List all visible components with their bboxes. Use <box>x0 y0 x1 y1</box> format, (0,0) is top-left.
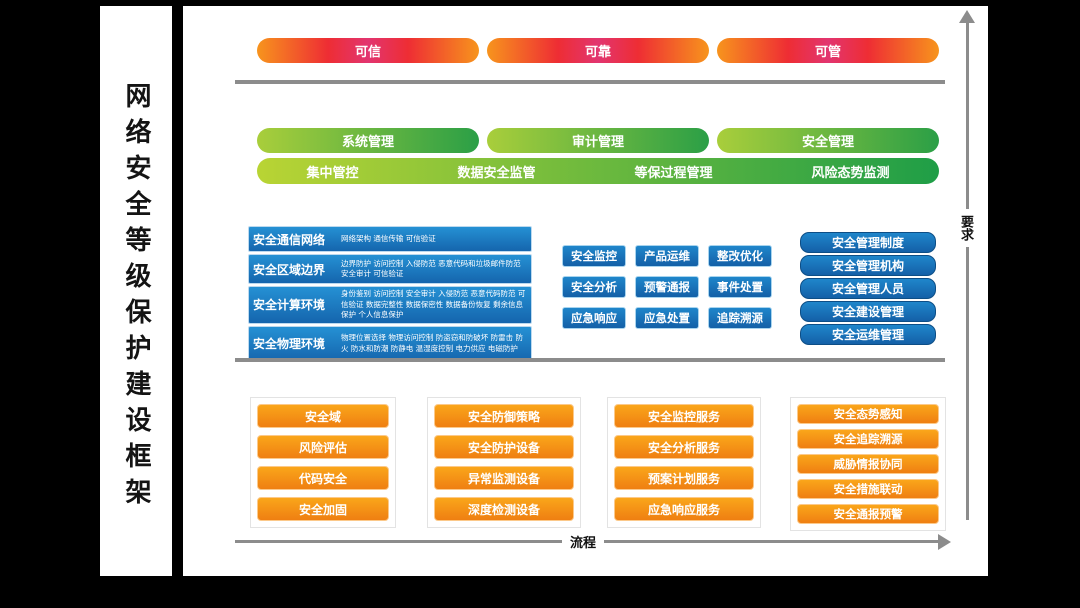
slide: 网络安全等级保护建设框架 可信 可靠 可管 系统管理 审计管理 安全管理 集中管… <box>100 6 988 576</box>
service-box: 安全防御策略 <box>434 404 574 428</box>
up-arrow-icon <box>959 10 975 23</box>
control-bar-item: 数据安全监管 <box>457 165 536 181</box>
ops-box: 追踪溯源 <box>708 307 772 329</box>
control-bar-item: 集中管控 <box>306 165 359 181</box>
mgmt-box: 安全管理人员 <box>800 278 936 299</box>
service-box: 异常监测设备 <box>434 466 574 490</box>
goal-pill-reliable: 可靠 <box>487 38 709 63</box>
tech-row-detail: 网络架构 通信传输 可信验证 <box>341 233 436 243</box>
operations-grid: 安全监控 产品运维 整改优化 安全分析 预警通报 事件处置 应急响应 应急处置 … <box>562 245 772 329</box>
control-bar-item: 风险态势监测 <box>811 165 890 181</box>
mgmt-pill-system: 系统管理 <box>257 128 479 153</box>
ops-box: 应急响应 <box>562 307 626 329</box>
mgmt-pill-audit: 审计管理 <box>487 128 709 153</box>
bottom-column-basics: 安全域 风险评估 代码安全 安全加固 <box>250 397 396 528</box>
service-box: 安全加固 <box>257 497 389 521</box>
tech-row-title: 安全物理环境 <box>253 337 326 351</box>
tech-row-detail: 身份鉴别 访问控制 安全审计 入侵防范 恶意代码防范 可信验证 数据完整性 数据… <box>341 289 526 319</box>
ops-box: 安全分析 <box>562 276 626 298</box>
tech-row-title: 安全区域边界 <box>253 262 326 277</box>
bottom-column-monitoring: 安全监控服务 安全分析服务 预案计划服务 应急响应服务 <box>607 397 761 528</box>
service-box: 威胁情报协同 <box>797 454 939 474</box>
control-bar-item: 等保过程管理 <box>634 165 713 181</box>
service-box: 安全防护设备 <box>434 435 574 459</box>
mgmt-box: 安全运维管理 <box>800 324 936 345</box>
ops-box: 产品运维 <box>635 245 699 267</box>
right-arrow-icon <box>938 534 951 550</box>
mgmt-box: 安全管理制度 <box>800 232 936 253</box>
goal-pill-manageable: 可管 <box>717 38 939 63</box>
service-box: 应急响应服务 <box>614 497 754 521</box>
service-box: 安全分析服务 <box>614 435 754 459</box>
mgmt-box: 安全管理机构 <box>800 255 936 276</box>
ops-box: 整改优化 <box>708 245 772 267</box>
tech-row-boundary: 安全区域边界 边界防护 访问控制 入侵防范 恶意代码和垃圾邮件防范 安全审计 可… <box>248 254 532 284</box>
ops-box: 事件处置 <box>708 276 772 298</box>
service-box: 预案计划服务 <box>614 466 754 490</box>
ops-box: 预警通报 <box>635 276 699 298</box>
section-divider-bottom <box>235 358 945 362</box>
section-divider-top <box>235 80 945 84</box>
vertical-axis-line <box>966 22 969 520</box>
service-box: 风险评估 <box>257 435 389 459</box>
service-box: 安全追踪溯源 <box>797 429 939 449</box>
tech-row-title: 安全通信网络 <box>253 232 326 247</box>
goal-pill-trusted: 可信 <box>257 38 479 63</box>
service-box: 深度检测设备 <box>434 497 574 521</box>
tech-row-detail: 物理位置选择 物理访问控制 防盗窃和防破坏 防雷击 防火 防水和防潮 防静电 温… <box>341 333 524 353</box>
service-box: 安全措施联动 <box>797 479 939 499</box>
tech-row-physical: 安全物理环境 物理位置选择 物理访问控制 防盗窃和防破坏 防雷击 防火 防水和防… <box>248 325 532 362</box>
ops-box: 应急处置 <box>635 307 699 329</box>
service-box: 代码安全 <box>257 466 389 490</box>
tech-row-computing: 安全计算环境 身份鉴别 访问控制 安全审计 入侵防范 恶意代码防范 可信验证 数… <box>248 286 532 324</box>
ops-box: 安全监控 <box>562 245 626 267</box>
service-box: 安全监控服务 <box>614 404 754 428</box>
management-stack: 安全管理制度 安全管理机构 安全管理人员 安全建设管理 安全运维管理 <box>800 232 936 345</box>
mgmt-box: 安全建设管理 <box>800 301 936 322</box>
bottom-column-defense: 安全防御策略 安全防护设备 异常监测设备 深度检测设备 <box>427 397 581 528</box>
bottom-column-situation: 安全态势感知 安全追踪溯源 威胁情报协同 安全措施联动 安全通报预警 <box>790 397 946 531</box>
tech-row-title: 安全计算环境 <box>253 298 326 313</box>
title-divider <box>172 6 183 576</box>
tech-row-detail: 边界防护 访问控制 入侵防范 恶意代码和垃圾邮件防范 安全审计 可信验证 <box>341 258 521 279</box>
service-box: 安全态势感知 <box>797 404 939 424</box>
horizontal-axis-label: 流程 <box>562 532 605 551</box>
technical-panel: 安全通信网络 网络架构 通信传输 可信验证 安全区域边界 边界防护 访问控制 入… <box>248 226 532 362</box>
tech-row-network: 安全通信网络 网络架构 通信传输 可信验证 <box>248 226 532 252</box>
service-box: 安全通报预警 <box>797 504 939 524</box>
service-box: 安全域 <box>257 404 389 428</box>
control-bar: 集中管控 数据安全监管 等保过程管理 风险态势监测 <box>257 158 939 184</box>
page-title: 网络安全等级保护建设框架 <box>121 82 151 514</box>
vertical-axis-label: 要求 <box>956 209 975 247</box>
mgmt-pill-security: 安全管理 <box>717 128 939 153</box>
